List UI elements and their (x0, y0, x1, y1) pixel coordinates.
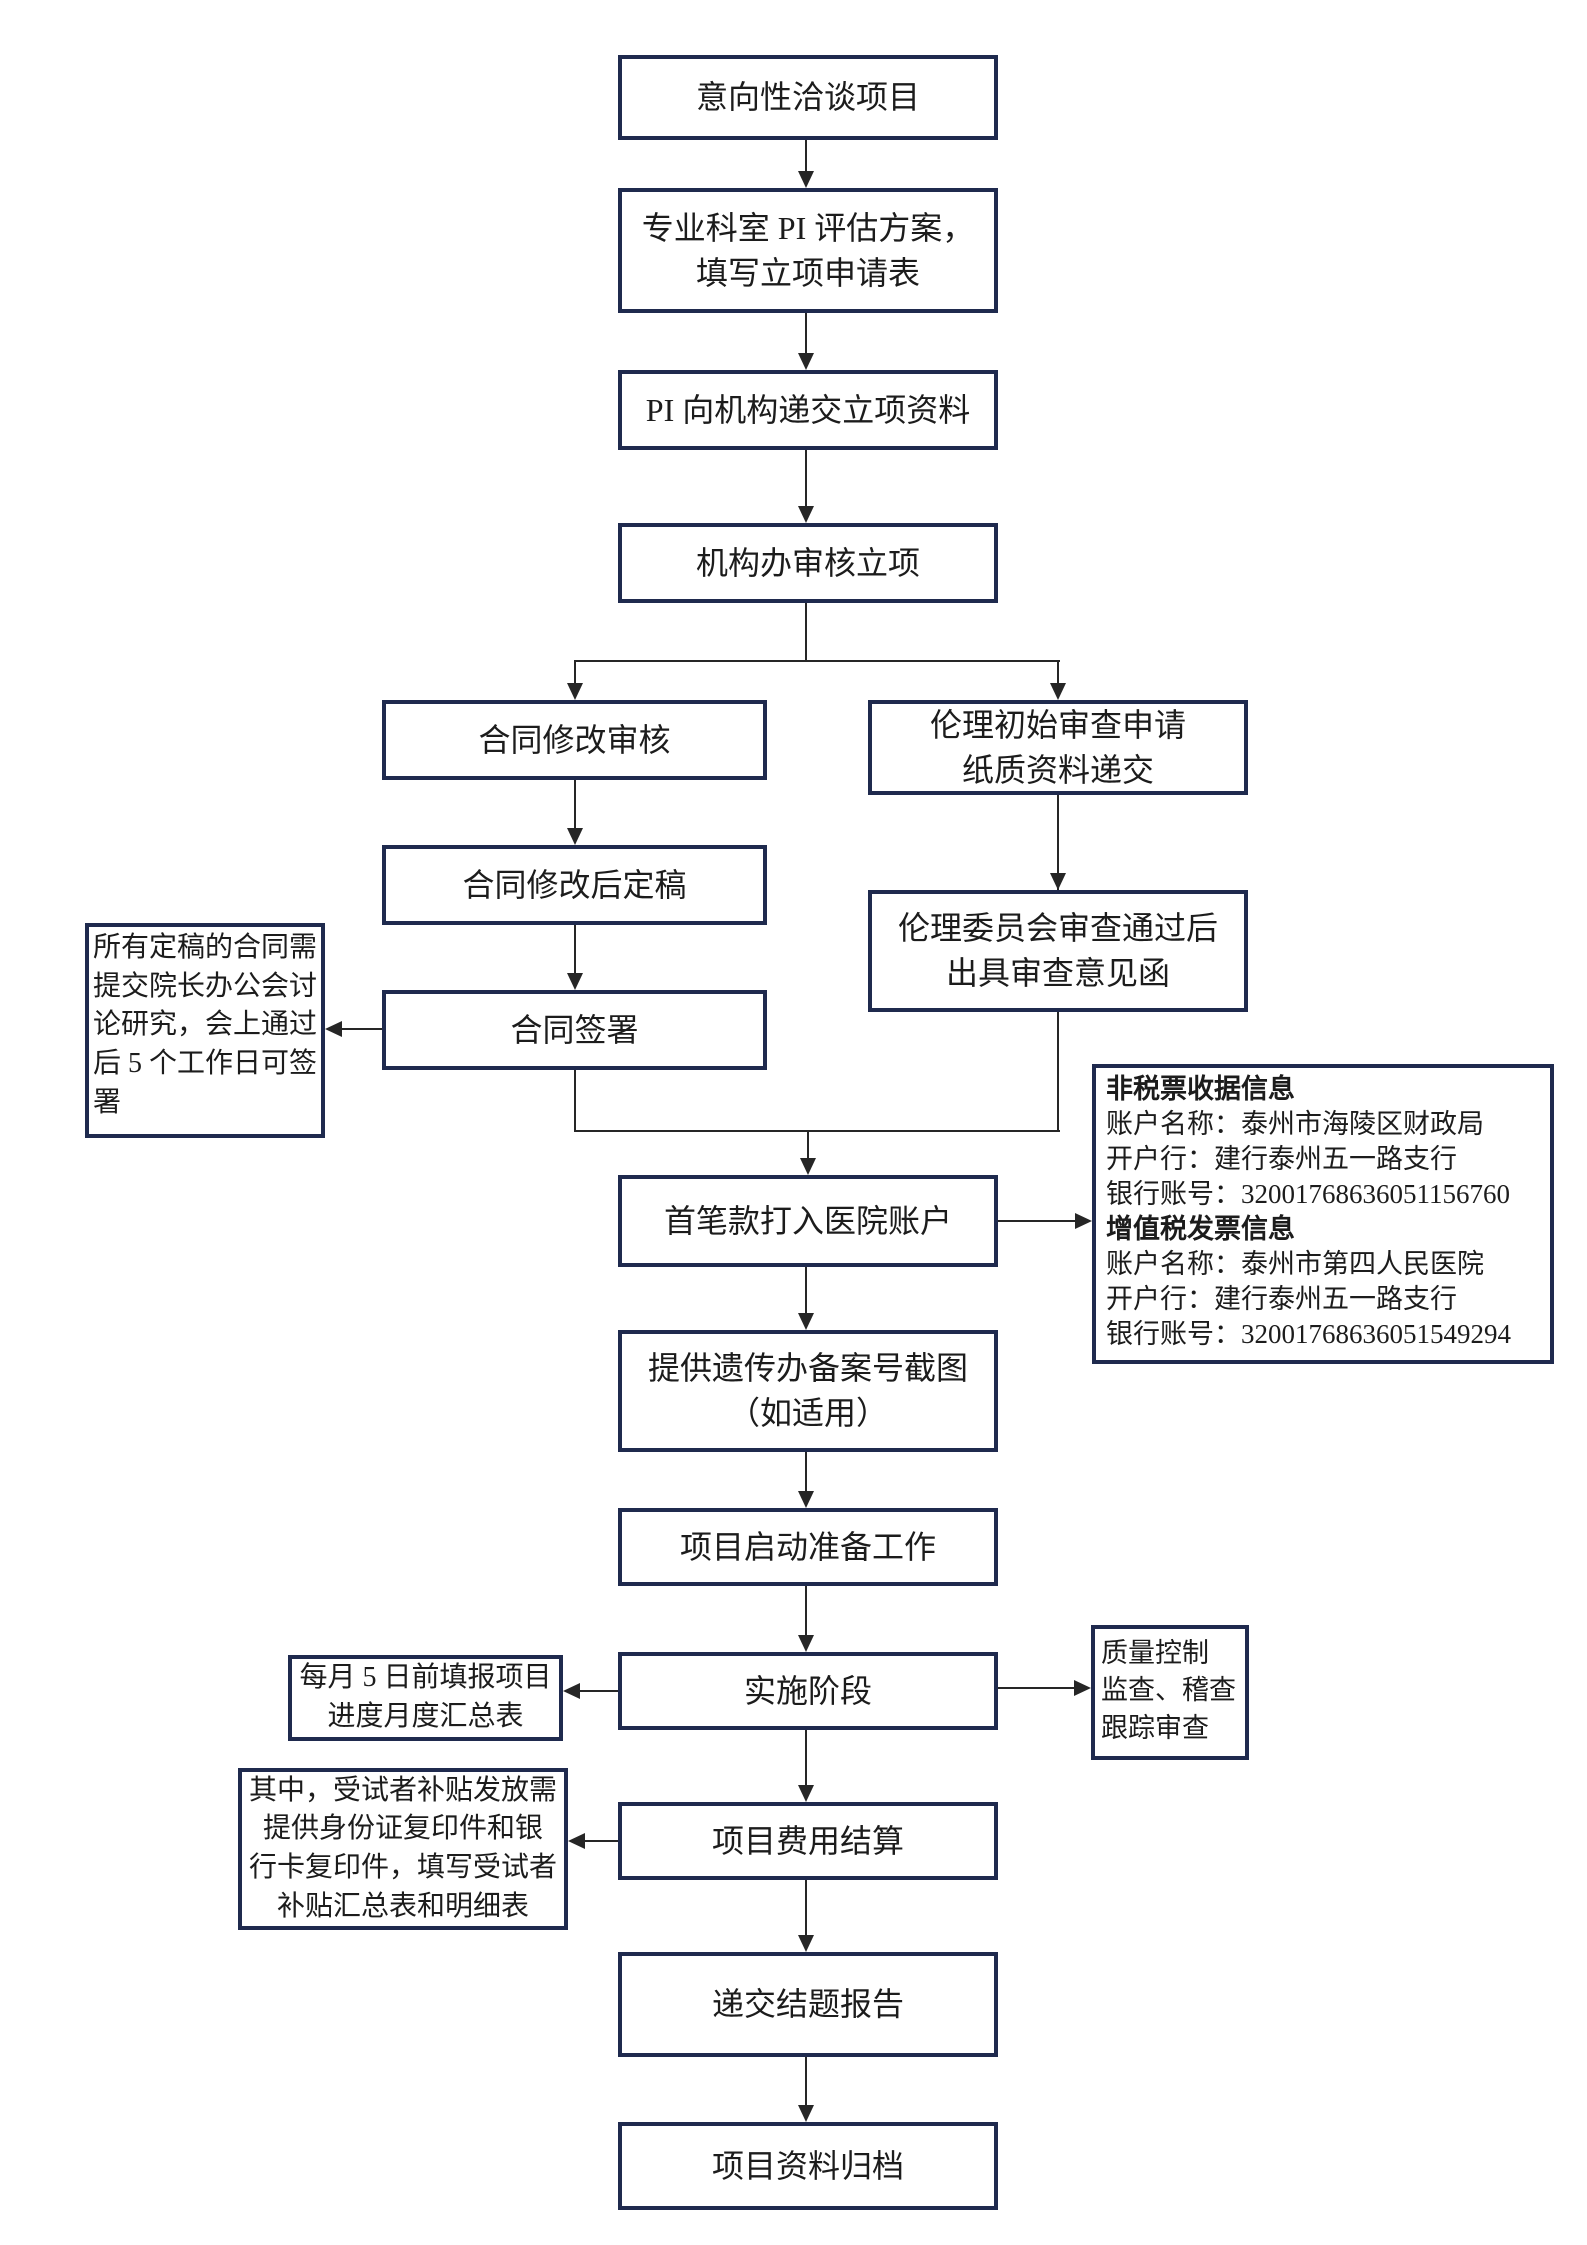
arrowhead-payment-to-genetic (798, 1313, 814, 1330)
step-intent-negotiation: 意向性洽谈项目 (618, 55, 998, 140)
arrow-line-implementation-to-quality (998, 1687, 1074, 1689)
step-contract-signing: 合同签署 (382, 990, 767, 1070)
step-first-payment: 首笔款打入医院账户 (618, 1175, 998, 1267)
note-subsidy-payment: 其中，受试者补贴发放需 提供身份证复印件和银 行卡复印件，填写受试者 补贴汇总表… (238, 1768, 568, 1930)
step-contract-finalize: 合同修改后定稿 (382, 845, 767, 925)
arrow-line-contract-final-to-sign (574, 925, 576, 973)
arrow-line-merge-to-first-payment (807, 1130, 809, 1158)
arrow-line-pi-submit-to-office-review (805, 450, 807, 506)
arrow-line-split-to-ethics-submit (1057, 660, 1059, 683)
bank-vat-bank: 开户行：建行泰州五一路支行 (1106, 1284, 1457, 1314)
step-project-fee-settlement: 项目费用结算 (618, 1802, 998, 1880)
arrow-line-implementation-to-settlement (805, 1730, 807, 1785)
arrowhead-settlement-to-report (798, 1935, 814, 1952)
arrow-line-implementation-to-monthly (580, 1690, 618, 1692)
arrowhead-payment-to-bank (1075, 1213, 1092, 1229)
arrow-line-kickoff-to-implementation (805, 1586, 807, 1635)
arrowhead-ethics-submit-to-approve (1050, 873, 1066, 890)
bank-non-tax-account-name: 账户名称：泰州市海陵区财政局 (1106, 1109, 1484, 1139)
arrow-line-sign-to-note (342, 1028, 382, 1030)
arrowhead-sign-to-note (325, 1021, 342, 1037)
merge-horizontal-line (574, 1130, 1060, 1132)
arrowhead-pi-submit-to-office-review (798, 506, 814, 523)
merge-line-from-contract-sign (574, 1070, 576, 1132)
merge-line-from-ethics-approve (1057, 1012, 1059, 1132)
step-final-report-submission: 递交结题报告 (618, 1952, 998, 2057)
arrowhead-pi-eval-to-pi-submit (798, 353, 814, 370)
arrow-line-settlement-to-subsidy (585, 1840, 618, 1842)
bank-non-tax-title: 非税票收据信息 (1106, 1074, 1295, 1104)
arrow-line-start-to-pi-eval (805, 140, 807, 182)
bank-vat-title: 增值税发票信息 (1106, 1214, 1295, 1244)
arrow-line-contract-review-to-final (574, 780, 576, 828)
arrow-line-ethics-submit-to-approve (1057, 795, 1059, 890)
step-genetic-office-filing: 提供遗传办备案号截图 （如适用） (618, 1330, 998, 1452)
note-bank-accounts: 非税票收据信息 账户名称：泰州市海陵区财政局 开户行：建行泰州五一路支行 银行账… (1092, 1064, 1554, 1364)
arrow-line-payment-to-bank (998, 1220, 1075, 1222)
note-monthly-progress: 每月 5 日前填报项目 进度月度汇总表 (288, 1655, 563, 1741)
step-implementation-phase: 实施阶段 (618, 1652, 998, 1730)
arrowhead-implementation-to-settlement (798, 1785, 814, 1802)
split-horizontal-line (574, 660, 1060, 662)
arrow-line-payment-to-genetic (805, 1267, 807, 1313)
arrowhead-implementation-to-monthly (563, 1683, 580, 1699)
bank-vat-account-no: 银行账号：32001768636051549294 (1106, 1319, 1511, 1349)
step-project-kickoff: 项目启动准备工作 (618, 1508, 998, 1586)
step-contract-revision-review: 合同修改审核 (382, 700, 767, 780)
step-pi-evaluation: 专业科室 PI 评估方案， 填写立项申请表 (618, 188, 998, 313)
step-pi-submit-materials: PI 向机构递交立项资料 (618, 370, 998, 450)
arrowhead-implementation-to-quality (1074, 1680, 1091, 1696)
arrow-line-genetic-to-kickoff (805, 1452, 807, 1491)
split-stem-line (805, 603, 807, 662)
arrowhead-start-to-pi-eval (798, 171, 814, 188)
arrowhead-merge-to-first-payment (800, 1158, 816, 1175)
arrowhead-contract-final-to-sign (567, 973, 583, 990)
step-ethics-approval-letter: 伦理委员会审查通过后 出具审查意见函 (868, 890, 1248, 1012)
step-ethics-initial-submission: 伦理初始审查申请 纸质资料递交 (868, 700, 1248, 795)
arrowhead-split-to-ethics-submit (1050, 683, 1066, 700)
arrowhead-genetic-to-kickoff (798, 1491, 814, 1508)
arrow-line-settlement-to-report (805, 1880, 807, 1935)
step-office-project-approval: 机构办审核立项 (618, 523, 998, 603)
bank-non-tax-bank: 开户行：建行泰州五一路支行 (1106, 1144, 1457, 1174)
arrowhead-split-to-contract-review (567, 683, 583, 700)
arrow-line-pi-eval-to-pi-submit (805, 313, 807, 353)
arrowhead-kickoff-to-implementation (798, 1635, 814, 1652)
step-project-archiving: 项目资料归档 (618, 2122, 998, 2210)
bank-non-tax-account-no: 银行账号：32001768636051156760 (1106, 1179, 1510, 1209)
note-contract-signing: 所有定稿的合同需 提交院长办公会讨 论研究，会上通过 后 5 个工作日可签 署 (85, 923, 325, 1138)
bank-vat-account-name: 账户名称：泰州市第四人民医院 (1106, 1249, 1484, 1279)
arrowhead-settlement-to-subsidy (568, 1833, 585, 1849)
note-quality-control: 质量控制 监查、稽查 跟踪审查 (1091, 1625, 1249, 1760)
arrow-line-split-to-contract-review (574, 660, 576, 683)
arrow-line-report-to-archive (805, 2057, 807, 2105)
arrowhead-report-to-archive (798, 2105, 814, 2122)
arrowhead-contract-review-to-final (567, 828, 583, 845)
